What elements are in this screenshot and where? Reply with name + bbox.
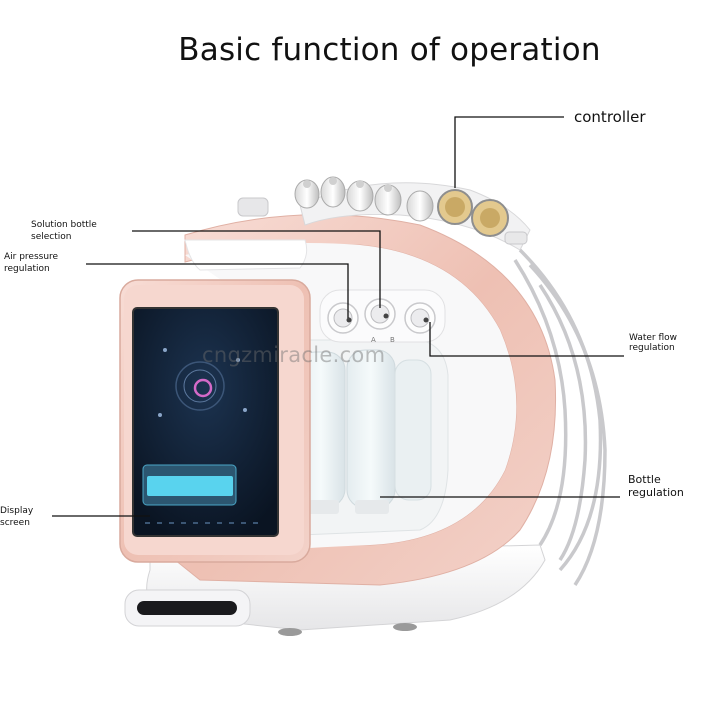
watermark: cngzmiracle.com <box>202 343 386 367</box>
bottle-selection-knob[interactable] <box>364 298 396 330</box>
water-flow-leader <box>429 322 624 357</box>
air-pressure-leader <box>86 263 349 318</box>
knob-letter-a: A <box>371 336 376 344</box>
handpiece-1[interactable] <box>294 179 320 209</box>
label-controller: controller <box>574 108 646 126</box>
label-air-pressure-regulation: Air pressure regulation <box>4 252 59 274</box>
handpiece-cables <box>513 248 607 586</box>
label-display-screen: Display screen <box>0 506 34 528</box>
page-title: Basic function of operation <box>178 32 601 68</box>
label-bottle-regulation: Bottle regulation <box>628 473 684 499</box>
controller-leader <box>454 116 564 188</box>
label-solution-bottle-selection: Solution bottle selection <box>31 220 97 242</box>
handpiece-7[interactable] <box>471 199 528 245</box>
handpiece-4[interactable] <box>374 184 402 216</box>
water-flow-knob[interactable] <box>404 302 436 334</box>
handpiece-2[interactable] <box>320 176 346 208</box>
solution-bottle-leader <box>132 230 381 308</box>
knob-letter-b: B <box>390 336 395 344</box>
handpiece-6[interactable] <box>437 189 473 225</box>
display-screen[interactable] <box>132 307 279 537</box>
handpiece-3[interactable] <box>346 180 374 212</box>
solution-bottle-right <box>346 349 396 514</box>
handpiece-5[interactable] <box>406 190 434 222</box>
solution-bottle-back <box>394 359 432 501</box>
label-water-flow-regulation: Water flow regulation <box>629 333 678 353</box>
